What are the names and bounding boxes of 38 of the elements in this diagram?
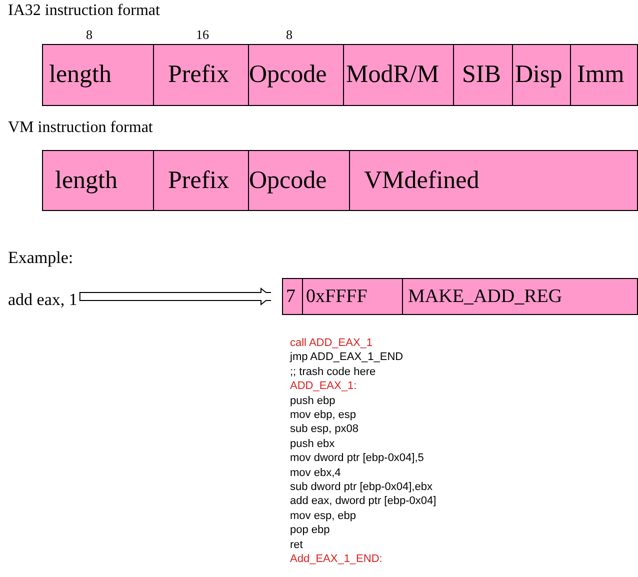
field-cell: Prefix xyxy=(153,150,249,211)
code-line: pop ebp xyxy=(290,523,330,538)
field-cell: Opcode xyxy=(248,44,344,106)
code-line: sub dword ptr [ebp-0x04],ebx xyxy=(290,480,432,494)
code-line: push ebx xyxy=(290,436,335,451)
code-line: ;; trash code here xyxy=(290,364,376,379)
field-cell: ModR/M xyxy=(343,44,454,106)
code-line: mov dword ptr [ebp-0x04],5 xyxy=(290,451,424,466)
bit-width-label: 8 xyxy=(86,27,92,43)
field-cell: VMdefined xyxy=(349,150,638,211)
code-line: add eax, dword ptr [ebp-0x04] xyxy=(290,494,436,508)
instruction-text: add eax, 1 xyxy=(8,290,78,310)
code-line: mov ebx,4 xyxy=(290,466,341,480)
field-cell: MAKE_ADD_REG xyxy=(402,278,638,315)
code-line: mov esp, ebp xyxy=(290,508,356,523)
code-line: jmp ADD_EAX_1_END xyxy=(290,350,404,364)
field-cell: 0xFFFF xyxy=(302,278,403,315)
code-line: sub esp, px08 xyxy=(290,422,358,436)
bit-width-label: 8 xyxy=(286,27,292,43)
block-arrow xyxy=(79,288,272,305)
field-cell: length xyxy=(42,150,154,211)
field-cell: 7 xyxy=(282,278,303,315)
code-line: ret xyxy=(290,538,303,552)
field-cell: length xyxy=(42,44,154,106)
field-cell: Opcode xyxy=(248,150,350,211)
code-line: mov ebp, esp xyxy=(290,408,356,422)
code-line: call ADD_EAX_1 xyxy=(290,336,373,350)
heading: IA32 instruction format xyxy=(8,2,160,20)
code-line: ADD_EAX_1: xyxy=(290,379,357,394)
field-cell: Imm xyxy=(570,44,638,106)
bit-width-label: 16 xyxy=(196,27,209,43)
code-line: Add_EAX_1_END: xyxy=(290,552,382,566)
heading: Example: xyxy=(8,248,74,268)
field-cell: Disp xyxy=(512,44,571,106)
code-line: push ebp xyxy=(290,394,336,408)
field-cell: Prefix xyxy=(153,44,249,106)
field-cell: SIB xyxy=(453,44,513,106)
heading: VM instruction format xyxy=(8,119,153,137)
